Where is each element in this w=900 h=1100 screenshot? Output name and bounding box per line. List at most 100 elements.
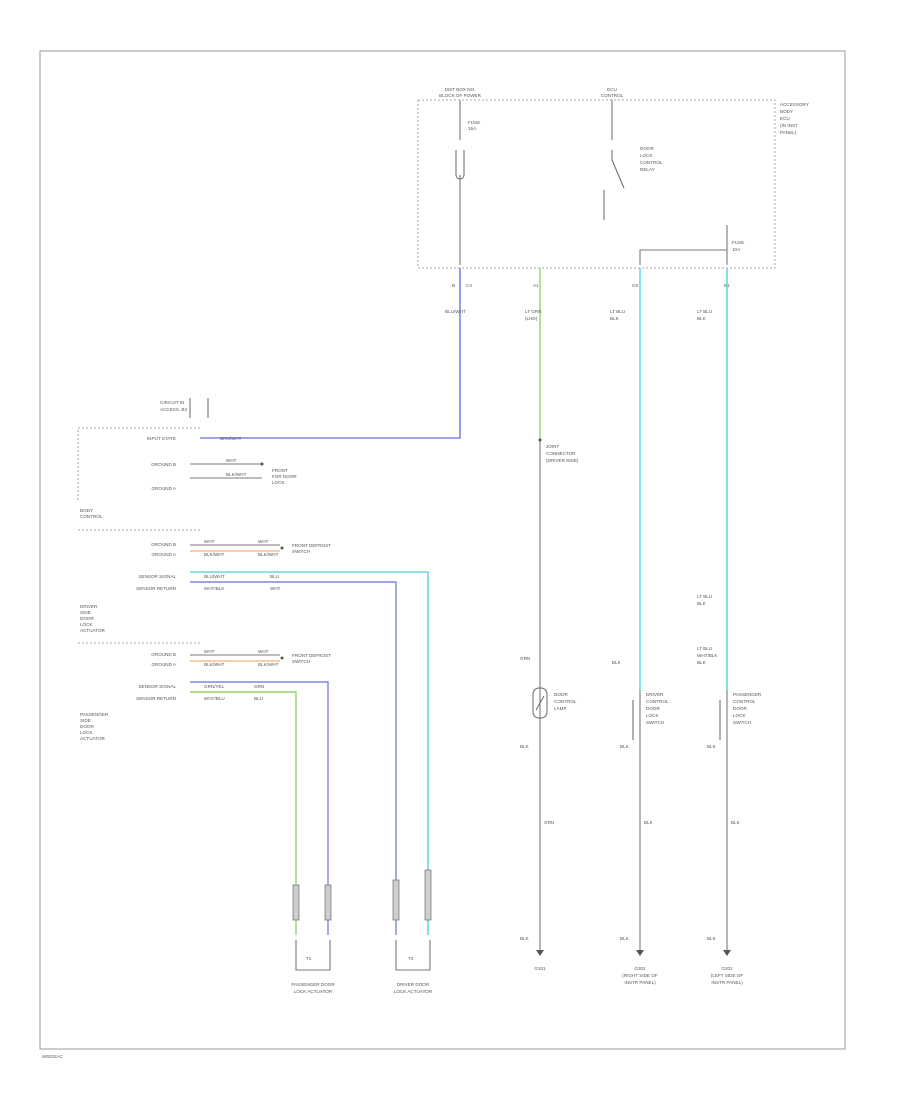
svg-text:LOCK: LOCK [640,153,653,158]
svg-text:WHT: WHT [258,539,269,544]
svg-text:ACCESSORY: ACCESSORY [780,102,809,107]
svg-text:GROUND B: GROUND B [151,652,176,657]
svg-text:WHT: WHT [270,586,281,591]
passenger-lock-switch: PASSENGER CONTROL DOOR LOCK SWITCH BLK B… [707,690,762,950]
svg-text:BLK: BLK [707,936,717,941]
body-control-module: CIRCUIT IN ACCESS. B4 INPUT STATE GROUND… [77,398,297,519]
svg-text:BLK: BLK [620,936,630,941]
svg-text:(DRIVER SIDE): (DRIVER SIDE) [546,458,579,463]
svg-text:CIRCUIT IN: CIRCUIT IN [160,400,184,405]
svg-text:SIDE: SIDE [80,718,91,723]
svg-text:G201: G201 [721,966,733,971]
svg-text:RELAY: RELAY [640,167,655,172]
svg-text:C8: C8 [632,283,638,288]
svg-text:BLK: BLK [697,660,707,665]
svg-text:LT GRN: LT GRN [525,309,541,314]
svg-text:INSTR PANEL): INSTR PANEL) [711,980,743,985]
svg-text:CONTROL: CONTROL [646,699,669,704]
svg-text:DIST BOX NO.: DIST BOX NO. [445,87,476,92]
svg-text:ECU: ECU [780,116,790,121]
driver-lock-switch: BLK DRIVER CONTROL DOOR LOCK SWITCH BLK … [612,660,669,950]
svg-text:(IN INST: (IN INST [780,123,798,128]
svg-text:GRN/YEL: GRN/YEL [204,684,225,689]
svg-text:PASSENGER: PASSENGER [733,692,762,697]
svg-text:(LHD): (LHD) [525,316,538,321]
svg-text:SWITCH: SWITCH [292,659,310,664]
svg-text:SWITCH: SWITCH [733,720,751,725]
relay-block: DIST BOX NO. BLOCK OF POWER ECU CONTROL … [417,87,809,288]
svg-text:WHT/BLU: WHT/BLU [204,696,225,701]
svg-text:BLK: BLK [707,744,717,749]
svg-text:SENSOR SIGNAL: SENSOR SIGNAL [138,684,176,689]
svg-text:BLU: BLU [254,696,263,701]
svg-text:BLK: BLK [731,820,741,825]
fuse-right-symbol: FUSE 10A [639,225,744,265]
svg-text:BLK/WHT: BLK/WHT [226,472,247,477]
svg-text:SENSOR RETURN: SENSOR RETURN [136,696,176,701]
svg-text:GROUND B: GROUND B [151,542,176,547]
svg-text:SENSOR RETURN: SENSOR RETURN [136,586,176,591]
door-lock-relay-switch: DOOR LOCK CONTROL RELAY [603,100,663,220]
svg-text:PASSENGER DOOR: PASSENGER DOOR [291,982,335,987]
passenger-door-module: GROUND B GROUND A SENSOR SIGNAL SENSOR R… [78,642,331,935]
svg-text:CONTROL: CONTROL [554,699,577,704]
svg-text:BLK: BLK [697,601,707,606]
svg-text:SWITCH: SWITCH [292,549,310,554]
svg-text:BLK: BLK [520,744,530,749]
svg-text:BLU/WHT: BLU/WHT [445,309,466,314]
svg-text:BLK: BLK [520,936,530,941]
svg-text:WHT: WHT [204,539,215,544]
svg-text:DOOR: DOOR [554,692,568,697]
svg-text:BLK: BLK [610,316,620,321]
svg-text:FUSE: FUSE [732,240,744,245]
svg-text:INPUT STATE: INPUT STATE [147,436,176,441]
svg-text:15A: 15A [468,126,477,131]
svg-text:G302: G302 [634,966,646,971]
svg-text:GROUND A: GROUND A [151,662,176,667]
svg-text:GROUND B: GROUND B [151,462,176,467]
diagram-frame [39,50,846,1050]
svg-text:B: B [452,283,455,288]
svg-text:LAMP: LAMP [554,706,567,711]
svg-text:CONTROL: CONTROL [80,514,103,519]
svg-text:FRONT: FRONT [272,468,288,473]
svg-text:(LEFT SIDE OF: (LEFT SIDE OF [711,973,744,978]
svg-text:LOCK: LOCK [733,713,746,718]
svg-text:BLK: BLK [644,820,654,825]
svg-text:BLK/WHT: BLK/WHT [204,552,225,557]
svg-text:DOOR: DOOR [80,616,94,621]
svg-text:PANEL): PANEL) [780,130,797,135]
svg-text:BLK/WHT: BLK/WHT [258,552,279,557]
svg-text:DOOR: DOOR [640,146,654,151]
svg-text:GRN: GRN [544,820,554,825]
svg-text:INSTR PANEL): INSTR PANEL) [624,980,656,985]
svg-text:FRONT DEFROST: FRONT DEFROST [292,653,331,658]
svg-text:ACTUATOR: ACTUATOR [80,736,106,741]
svg-text:GROUND A: GROUND A [151,486,176,491]
footer-code: W6022AC [42,1054,64,1059]
svg-text:WHT/BLK: WHT/BLK [697,653,718,658]
svg-text:LOCK: LOCK [272,480,285,485]
svg-text:BRN/WHT: BRN/WHT [220,436,242,441]
svg-text:BLU: BLU [270,574,279,579]
svg-text:(RIGHT SIDE OF: (RIGHT SIDE OF [622,973,658,978]
svg-text:WHT: WHT [258,649,269,654]
svg-text:LOCK ACTUATOR: LOCK ACTUATOR [294,989,333,994]
fuse-left-symbol: FUSE 15A [455,100,480,265]
svg-text:CONNECTOR: CONNECTOR [546,451,576,456]
svg-text:LOCK: LOCK [646,713,659,718]
svg-text:FUSE: FUSE [468,120,480,125]
svg-text:DRIVER: DRIVER [80,604,98,609]
svg-text:FOR DOOR: FOR DOOR [272,474,297,479]
driver-door-module: GROUND B GROUND A SENSOR SIGNAL SENSOR R… [78,529,429,935]
svg-text:DRIVER DOOR: DRIVER DOOR [397,982,430,987]
svg-text:BLK: BLK [620,744,630,749]
svg-text:DOOR: DOOR [646,706,660,711]
svg-text:CONTROL: CONTROL [601,93,624,98]
svg-text:ECU: ECU [607,87,617,92]
svg-text:DOOR: DOOR [80,724,94,729]
svg-text:LOCK: LOCK [80,730,93,735]
svg-text:GRN: GRN [254,684,264,689]
svg-text:ACTUATOR: ACTUATOR [80,628,106,633]
svg-text:T1: T1 [306,956,312,961]
